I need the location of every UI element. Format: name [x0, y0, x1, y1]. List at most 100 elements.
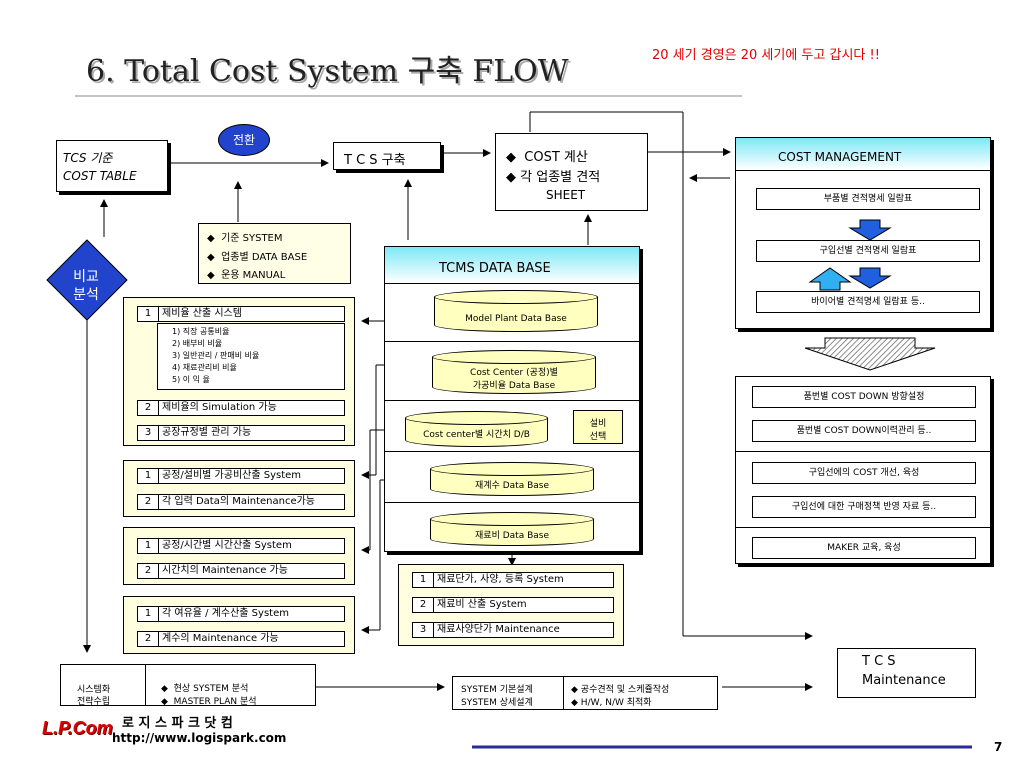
rate-row-3-num: 3 — [138, 426, 159, 440]
bullet-icon: ◆ — [161, 697, 168, 707]
time-row-1-label: 공정/시간별 시간산출 System — [162, 540, 292, 551]
cost-down-item-3: 구입선에의 COST 개선, 육성 — [752, 462, 976, 484]
system-design-box: SYSTEM 기본설계 SYSTEM 상세설계 ◆ 공수견적 및 스케쥴작성 ◆… — [452, 676, 718, 710]
tcs-maint-line1: T C S — [862, 654, 896, 669]
material-row-3-num: 3 — [413, 623, 434, 637]
strategy-divider — [145, 665, 146, 705]
strategy-item1-text: 현상 SYSTEM 분석 — [173, 684, 249, 694]
coef-row-1-num: 1 — [138, 607, 159, 621]
model-plant-db-cylinder: Model Plant Data Base — [434, 290, 598, 332]
standard-item-1-text: 기준 SYSTEM — [221, 233, 283, 244]
cost-calc-item1-text: COST 계산 — [524, 150, 588, 165]
slogan: 20 세기 경영은 20 세기에 두고 갑시다 !! — [652, 48, 880, 63]
standard-item-1: ◆ 기준 SYSTEM — [207, 229, 283, 244]
logo-name: 로 지 스 파 크 닷 컴 — [122, 716, 233, 731]
tcs-build-box: T C S 구축 — [333, 142, 441, 170]
material-system-group: 1 재료단가, 사양, 등록 System 2 재료비 산출 System 3 … — [398, 564, 624, 646]
material-row-3-label: 재료사양단가 Maintenance — [437, 624, 560, 635]
db-divider — [385, 502, 639, 503]
tcs-standard-line1: TCS 기준 — [63, 151, 113, 165]
time-row-2-label: 시간치의 Maintenance 가능 — [162, 565, 288, 576]
rate-row-3-label: 공장규정별 관리 가능 — [162, 427, 252, 438]
rate-sub-2: 2) 배부비 비율 — [172, 339, 223, 348]
standard-item-2-text: 업종별 DATA BASE — [221, 252, 308, 263]
material-db-cylinder: 재료비 Data Base — [430, 512, 594, 546]
standard-list-box: ◆ 기준 SYSTEM ◆ 업종별 DATA BASE ◆ 운용 MANUAL — [198, 223, 351, 284]
bullet-icon: ◆ — [161, 684, 168, 694]
equipment-select-line2: 선택 — [589, 432, 607, 442]
cost-center-db-cylinder: Cost Center (공정)별 가공비율 Data Base — [432, 350, 596, 394]
material-row-1-num: 1 — [413, 573, 434, 587]
logo-url[interactable]: http://www.logispark.com — [112, 731, 287, 745]
coef-row-1: 1 각 여유율 / 계수산출 System — [137, 606, 345, 622]
blue-arrows-pair — [808, 267, 892, 291]
equipment-select-box: 설비 선택 — [573, 410, 623, 444]
rate-row-2-label: 제비율의 Simulation 가능 — [162, 402, 277, 413]
cost-mgmt-item-2: 구입선별 견적명세 일람표 — [756, 240, 980, 262]
compare-diamond — [46, 239, 128, 321]
cost-down-divider — [736, 527, 990, 528]
system-design-divider — [563, 677, 564, 709]
cost-center-db-label2: 가공비율 Data Base — [472, 381, 556, 391]
coef-row-2-num: 2 — [138, 632, 159, 646]
time-row-2-num: 2 — [138, 564, 159, 578]
rate-row-1-label: 제비율 산출 시스템 — [162, 308, 242, 319]
db-divider — [385, 341, 639, 342]
rate-system-group: 1 제비율 산출 시스템 1) 직장 공통비율 2) 배부비 비율 3) 일반관… — [123, 297, 355, 446]
blue-arrows — [848, 219, 892, 241]
cost-mgmt-item-1: 부품별 견적명세 일람표 — [756, 188, 980, 210]
down-arrow-icon — [848, 267, 892, 289]
standard-item-3: ◆ 운용 MANUAL — [207, 266, 285, 281]
bullet-icon: ◆ — [506, 150, 516, 165]
cost-calc-box: ◆ COST 계산 ◆ 각 업종별 견적 SHEET — [495, 133, 648, 211]
rate-row-3: 3 공장규정별 관리 가능 — [137, 425, 345, 441]
cost-down-item-4: 구입선에 대한 구매정책 반영 자료 등.. — [752, 496, 976, 518]
compare-label-line1: 비교 — [73, 269, 99, 285]
system-design-item2: ◆ H/W, N/W 최적화 — [571, 695, 652, 708]
cost-mgmt-title: COST MANAGEMENT — [778, 150, 902, 164]
tcs-standard-box: TCS 기준 COST TABLE — [56, 140, 168, 192]
process-row-1: 1 공정/설비별 가공비산출 System — [137, 468, 345, 484]
db-divider — [385, 400, 639, 401]
page-number: 7 — [994, 740, 1003, 754]
system-design-left1: SYSTEM 기본설계 — [461, 685, 533, 695]
cost-management-box: COST MANAGEMENT 부품별 견적명세 일람표 구입선별 견적명세 일… — [735, 137, 991, 329]
equipment-select-line1: 설비 — [589, 419, 607, 429]
rate-row-2: 2 제비율의 Simulation 가능 — [137, 400, 345, 416]
model-plant-db-label: Model Plant Data Base — [465, 314, 567, 324]
rate-row-1: 1 제비율 산출 시스템 — [137, 306, 345, 322]
cost-mgmt-item-3: 바이어별 견적명세 일람표 등.. — [756, 291, 980, 313]
strategy-item2-text: MASTER PLAN 분석 — [173, 697, 257, 707]
down-arrow-icon — [848, 219, 892, 241]
cost-mgmt-header: COST MANAGEMENT — [736, 138, 990, 171]
cost-down-item-2: 품번별 COST DOWN이력관리 등.. — [752, 420, 976, 442]
tcs-maintenance-box: T C S Maintenance — [837, 648, 976, 698]
process-row-2: 2 각 입력 Data의 Maintenance가능 — [137, 494, 345, 510]
cost-down-item-1: 품번별 COST DOWN 방향설정 — [752, 386, 976, 408]
bullet-icon: ◆ — [506, 170, 516, 185]
strategy-item2: ◆ MASTER PLAN 분석 — [161, 694, 257, 707]
time-row-1-num: 1 — [138, 539, 159, 553]
cost-down-divider — [736, 451, 990, 452]
tcms-db-title: TCMS DATA BASE — [439, 261, 551, 276]
system-design-item1: ◆ 공수견적 및 스케쥴작성 — [571, 682, 669, 695]
material-row-3: 3 재료사양단가 Maintenance — [412, 622, 614, 638]
system-design-item2-text: H/W, N/W 최적화 — [580, 698, 652, 708]
cost-calc-item2-text: 각 업종별 견적 — [520, 170, 601, 185]
time-value-db-label: Cost center별 시간치 D/B — [423, 430, 530, 440]
rate-sub-5: 5) 이 익 율 — [172, 375, 210, 384]
material-db-label: 재료비 Data Base — [475, 531, 549, 541]
cost-down-item-5: MAKER 교육, 육성 — [752, 537, 976, 559]
cost-down-box: 품번별 COST DOWN 방향설정 품번별 COST DOWN이력관리 등..… — [735, 376, 991, 564]
up-arrow-icon — [808, 267, 852, 291]
time-row-2: 2 시간치의 Maintenance 가능 — [137, 563, 345, 579]
recount-db-cylinder: 재계수 Data Base — [430, 462, 594, 496]
convert-badge: 전환 — [218, 124, 270, 156]
time-value-db-cylinder: Cost center별 시간치 D/B — [405, 411, 548, 447]
cost-center-db-label1: Cost Center (공정)별 — [470, 368, 558, 378]
strategy-left1: 시스템화 — [77, 685, 111, 695]
material-row-2-num: 2 — [413, 598, 434, 612]
system-design-left2: SYSTEM 상세설계 — [461, 698, 533, 708]
material-row-2-label: 재료비 산출 System — [437, 599, 527, 610]
